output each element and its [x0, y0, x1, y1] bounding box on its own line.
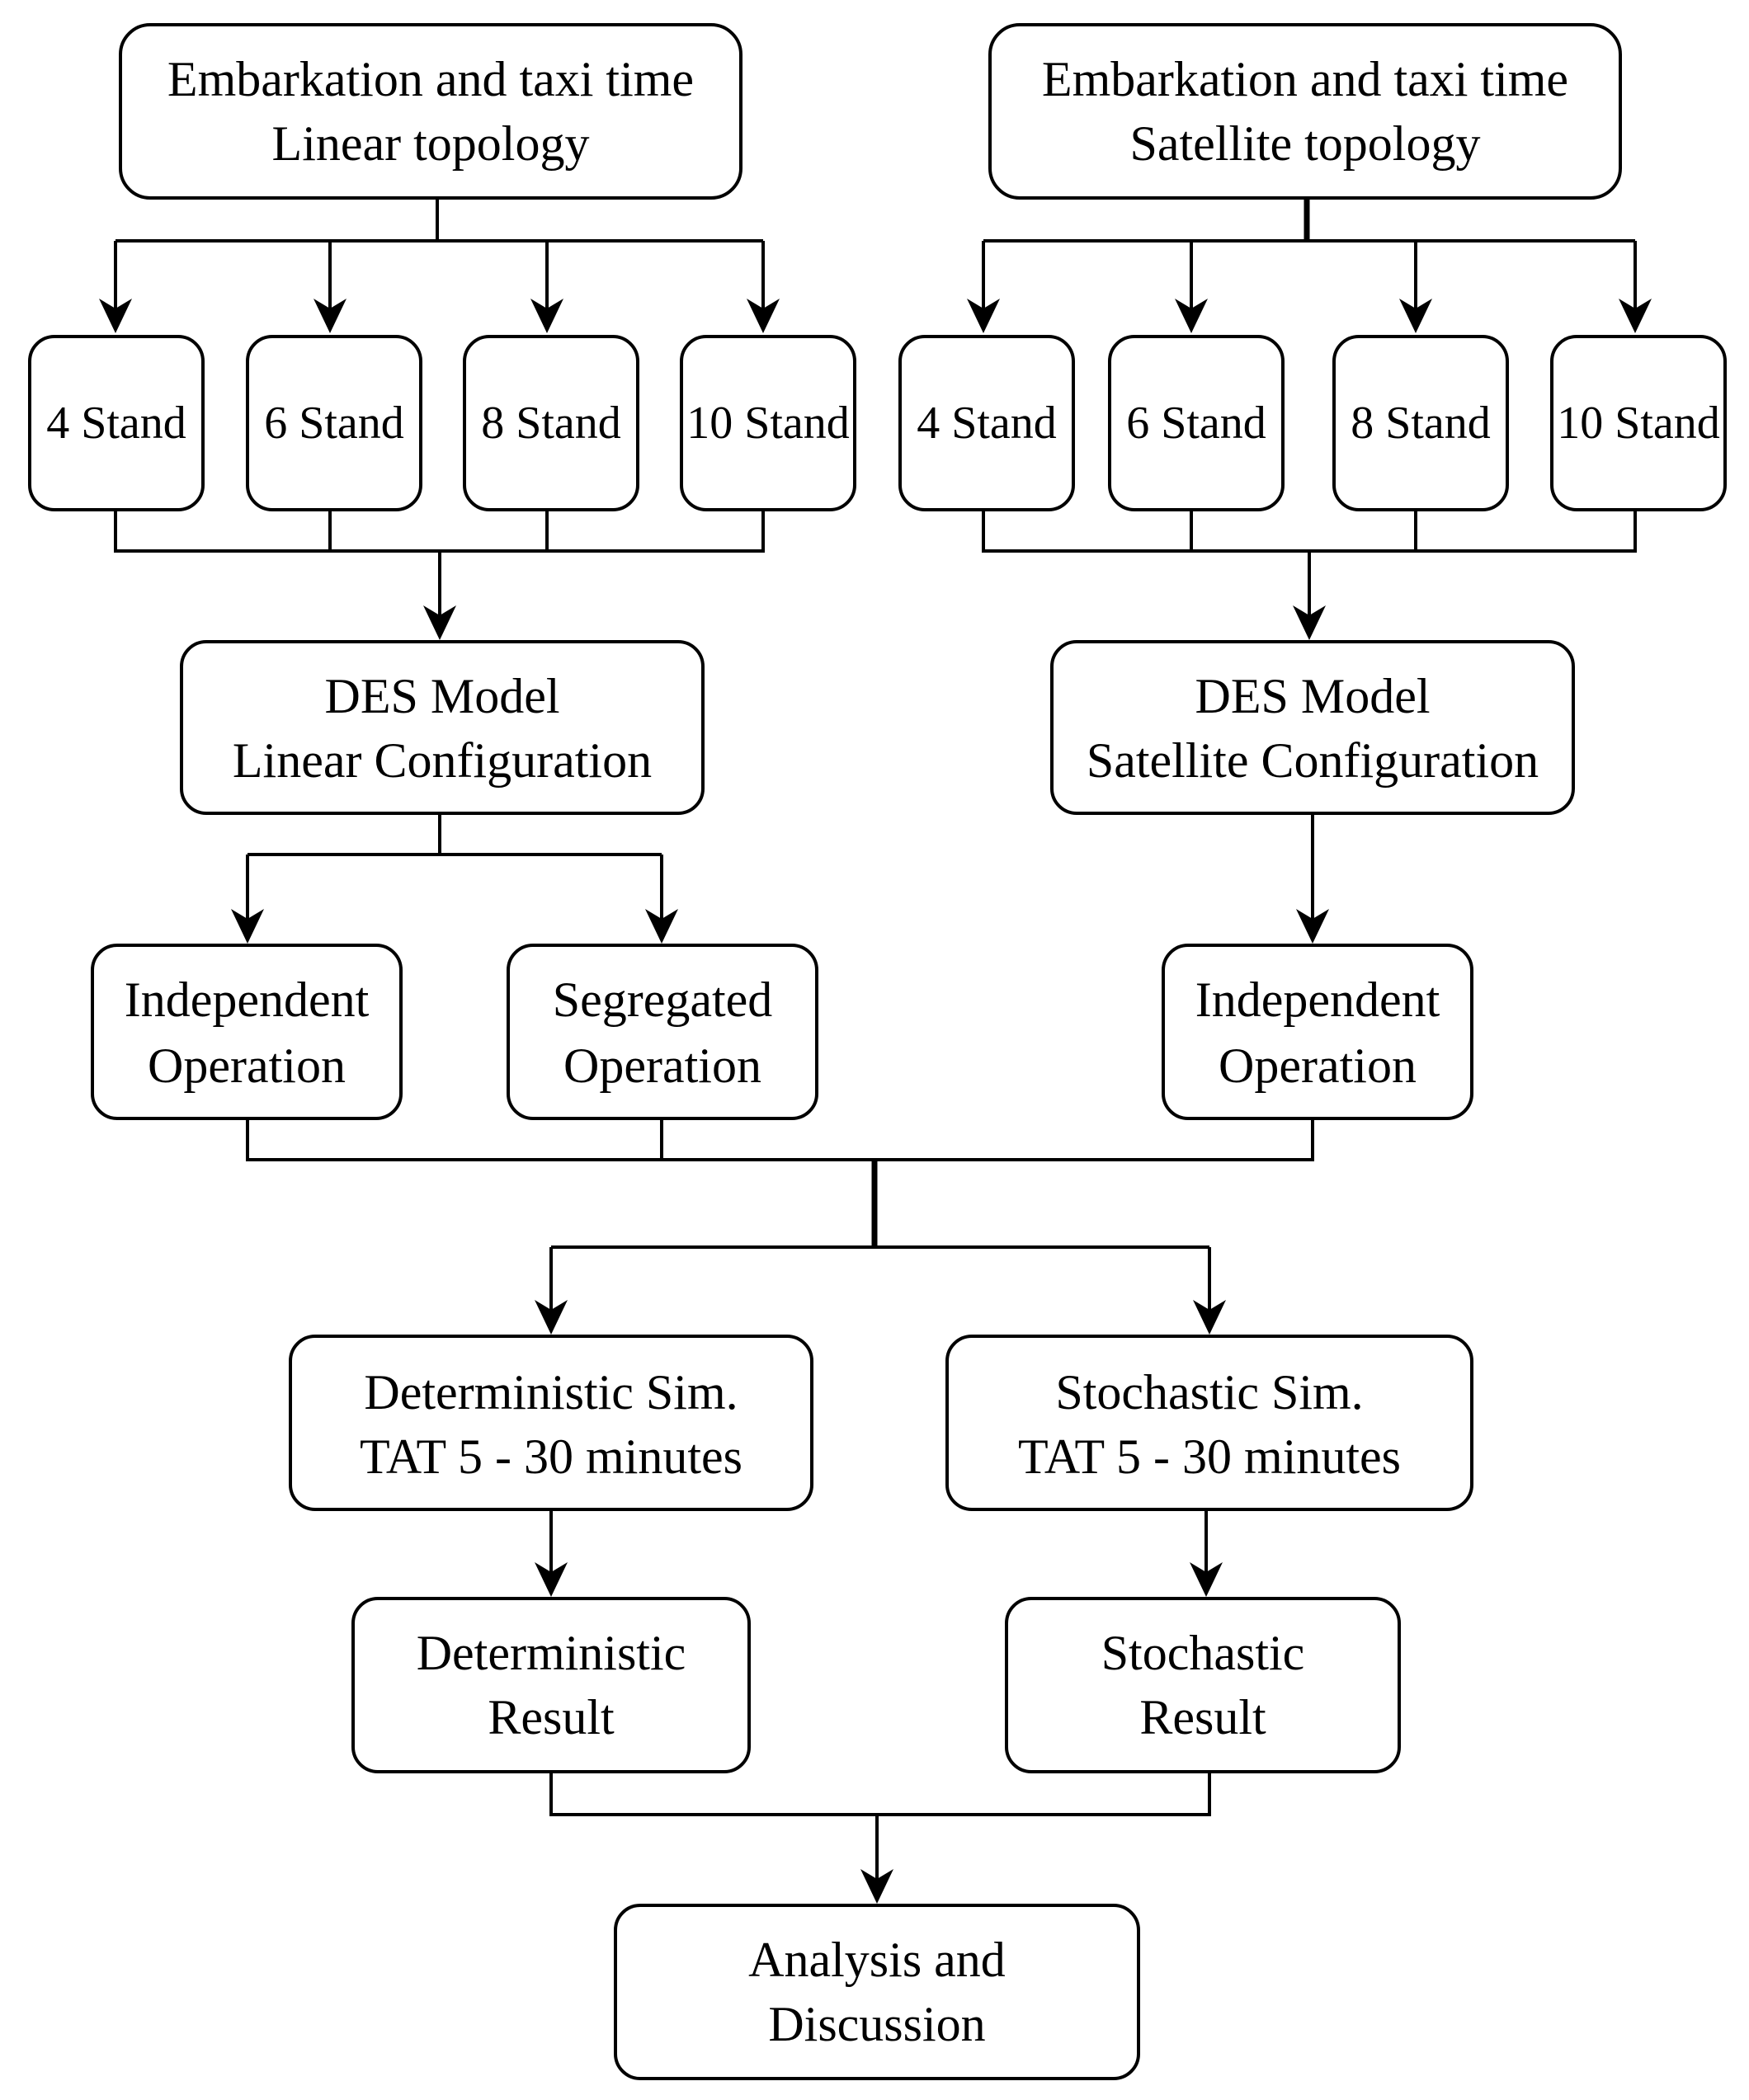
- node-des-satellite-line2: Satellite Configuration: [1087, 733, 1539, 788]
- node-deterministic-result: Deterministic Result: [351, 1597, 751, 1773]
- node-linear-stand-8: 8 Stand: [463, 335, 639, 511]
- node-deterministic-result-line2: Result: [488, 1690, 615, 1745]
- node-satellite-stand-10: 10 Stand: [1550, 335, 1727, 511]
- node-satellite-stand-8-label: 8 Stand: [1351, 398, 1491, 449]
- edges: [99, 198, 1652, 1904]
- node-linear-stand-8-label: 8 Stand: [481, 398, 621, 449]
- edge-results-merge: [549, 1772, 1211, 1816]
- node-satellite-stand-8: 8 Stand: [1332, 335, 1509, 511]
- node-satellite-independent: Independent Operation: [1162, 944, 1473, 1120]
- edge-linear-stands-merge: [114, 510, 765, 553]
- node-satellite-independent-line1: Independent: [1195, 972, 1440, 1027]
- node-des-satellite: DES Model Satellite Configuration: [1050, 640, 1575, 815]
- node-analysis-line1: Analysis and: [748, 1933, 1006, 1987]
- node-satellite-stand-4-label: 4 Stand: [917, 398, 1057, 449]
- node-deterministic-sim-line2: TAT 5 - 30 minutes: [360, 1429, 742, 1484]
- node-linear-independent: Independent Operation: [91, 944, 403, 1120]
- node-deterministic-sim: Deterministic Sim. TAT 5 - 30 minutes: [289, 1335, 813, 1511]
- node-satellite-independent-line2: Operation: [1219, 1038, 1417, 1093]
- node-satellite-topology-line2: Satellite topology: [1130, 116, 1481, 171]
- node-satellite-topology: Embarkation and taxi time Satellite topo…: [988, 23, 1622, 200]
- edge-satellite-stands-merge: [982, 510, 1637, 553]
- node-stochastic-result-line2: Result: [1139, 1690, 1266, 1745]
- node-linear-segregated-line1: Segregated: [553, 972, 773, 1027]
- edge-operations-merge: [246, 1118, 1314, 1161]
- node-linear-stand-4: 4 Stand: [28, 335, 205, 511]
- node-linear-topology: Embarkation and taxi time Linear topolog…: [119, 23, 742, 200]
- node-linear-independent-line2: Operation: [148, 1038, 346, 1093]
- node-des-linear-line1: DES Model: [325, 669, 560, 723]
- node-stochastic-sim-line1: Stochastic Sim.: [1055, 1365, 1363, 1420]
- node-satellite-stand-10-label: 10 Stand: [1557, 398, 1720, 449]
- node-satellite-topology-line1: Embarkation and taxi time: [1042, 52, 1568, 106]
- node-des-satellite-line1: DES Model: [1195, 669, 1431, 723]
- node-des-linear-line2: Linear Configuration: [233, 733, 652, 788]
- node-satellite-stand-6-label: 6 Stand: [1126, 398, 1266, 449]
- node-linear-topology-line1: Embarkation and taxi time: [167, 52, 694, 106]
- node-linear-stand-10-label: 10 Stand: [686, 398, 850, 449]
- node-stochastic-sim: Stochastic Sim. TAT 5 - 30 minutes: [945, 1335, 1473, 1511]
- node-deterministic-result-line1: Deterministic: [417, 1626, 686, 1680]
- node-linear-independent-line1: Independent: [125, 972, 370, 1027]
- node-satellite-stand-6: 6 Stand: [1108, 335, 1285, 511]
- node-deterministic-sim-line1: Deterministic Sim.: [364, 1365, 738, 1420]
- node-linear-stand-6-label: 6 Stand: [264, 398, 404, 449]
- node-analysis-line2: Discussion: [768, 1997, 985, 2051]
- node-des-linear: DES Model Linear Configuration: [180, 640, 705, 815]
- node-satellite-stand-4: 4 Stand: [898, 335, 1075, 511]
- node-linear-topology-line2: Linear topology: [272, 116, 590, 171]
- node-linear-stand-10: 10 Stand: [680, 335, 856, 511]
- node-stochastic-result: Stochastic Result: [1005, 1597, 1401, 1773]
- node-linear-segregated-line2: Operation: [563, 1038, 761, 1093]
- node-stochastic-result-line1: Stochastic: [1101, 1626, 1305, 1680]
- edge-des-linear-split: [248, 813, 662, 856]
- node-linear-stand-4-label: 4 Stand: [46, 398, 186, 449]
- node-linear-stand-6: 6 Stand: [246, 335, 422, 511]
- node-linear-segregated: Segregated Operation: [507, 944, 818, 1120]
- node-stochastic-sim-line2: TAT 5 - 30 minutes: [1018, 1429, 1401, 1484]
- node-analysis: Analysis and Discussion: [614, 1904, 1140, 2080]
